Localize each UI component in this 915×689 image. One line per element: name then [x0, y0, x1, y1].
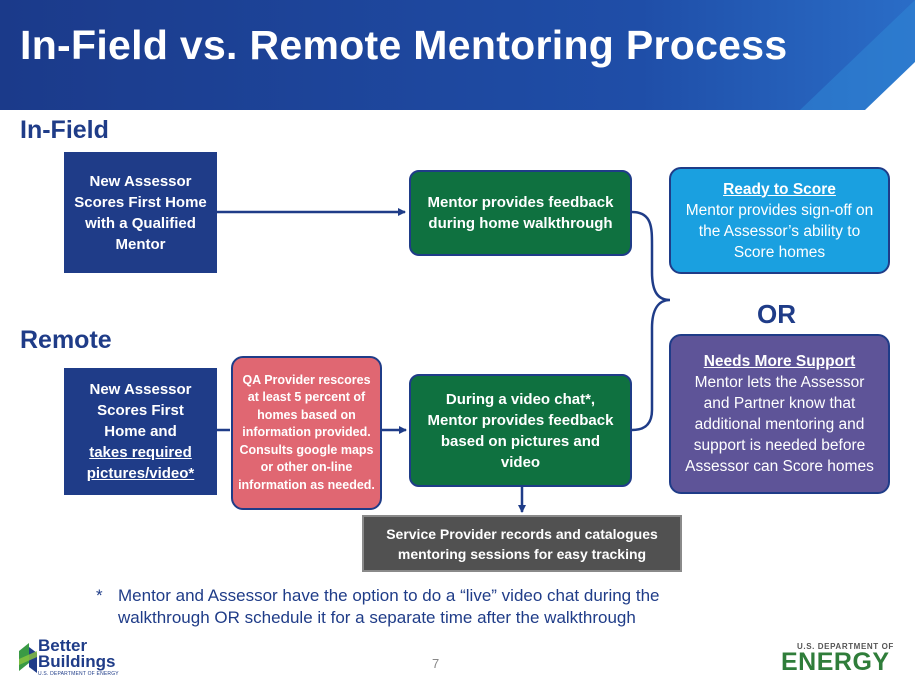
section-label-infield: In-Field — [20, 116, 109, 144]
ready-to-score-box: Ready to Score Mentor provides sign-off … — [669, 167, 890, 274]
service-provider-box: Service Provider records and catalogues … — [362, 515, 682, 572]
infield-assessor-text: New Assessor Scores First Home with a Qu… — [74, 172, 207, 253]
doe-logo-main: ENERGY — [781, 648, 890, 676]
remote-assessor-text: New Assessor Scores First Home and — [89, 381, 192, 440]
infield-feedback-box: Mentor provides feedback during home wal… — [409, 170, 632, 256]
infield-feedback-text: Mentor provides feedback during home wal… — [427, 194, 614, 232]
infield-assessor-box: New Assessor Scores First Home with a Qu… — [64, 152, 217, 273]
remote-assessor-box: New Assessor Scores First Home and takes… — [64, 368, 217, 495]
outcome-bracket — [631, 210, 671, 432]
needs-more-support-body: Mentor lets the Assessor and Partner kno… — [685, 374, 874, 475]
needs-more-support-box: Needs More Support Mentor lets the Asses… — [669, 334, 890, 494]
remote-assessor-required-text: takes required pictures/video* — [86, 444, 195, 482]
better-buildings-logo-icon — [19, 643, 37, 673]
page-number: 7 — [432, 656, 440, 671]
better-buildings-logo-subtext: U.S. DEPARTMENT OF ENERGY — [38, 671, 119, 677]
footnote-marker: * — [96, 586, 103, 605]
section-label-remote: Remote — [20, 326, 112, 354]
or-label: OR — [757, 299, 796, 329]
ready-to-score-heading: Ready to Score — [723, 180, 836, 198]
page-title: In-Field vs. Remote Mentoring Process — [20, 22, 788, 68]
needs-more-support-heading: Needs More Support — [703, 353, 856, 370]
qa-provider-box: QA Provider rescores at least 5 percent … — [231, 356, 382, 510]
service-provider-text: Service Provider records and catalogues … — [386, 525, 658, 562]
title-banner: In-Field vs. Remote Mentoring Process — [0, 0, 915, 110]
ready-to-score-body: Mentor provides sign-off on the Assessor… — [685, 201, 874, 261]
banner-decoration — [800, 0, 915, 110]
doe-logo-top: U.S. DEPARTMENT OF — [797, 642, 894, 651]
qa-provider-text: QA Provider rescores at least 5 percent … — [238, 372, 375, 492]
video-chat-text: During a video chat*, Mentor provides fe… — [427, 390, 614, 471]
video-chat-box: During a video chat*, Mentor provides fe… — [409, 374, 632, 487]
better-buildings-logo-text: Better Buildings — [38, 636, 116, 671]
footnote-text: Mentor and Assessor have the option to d… — [118, 586, 660, 627]
